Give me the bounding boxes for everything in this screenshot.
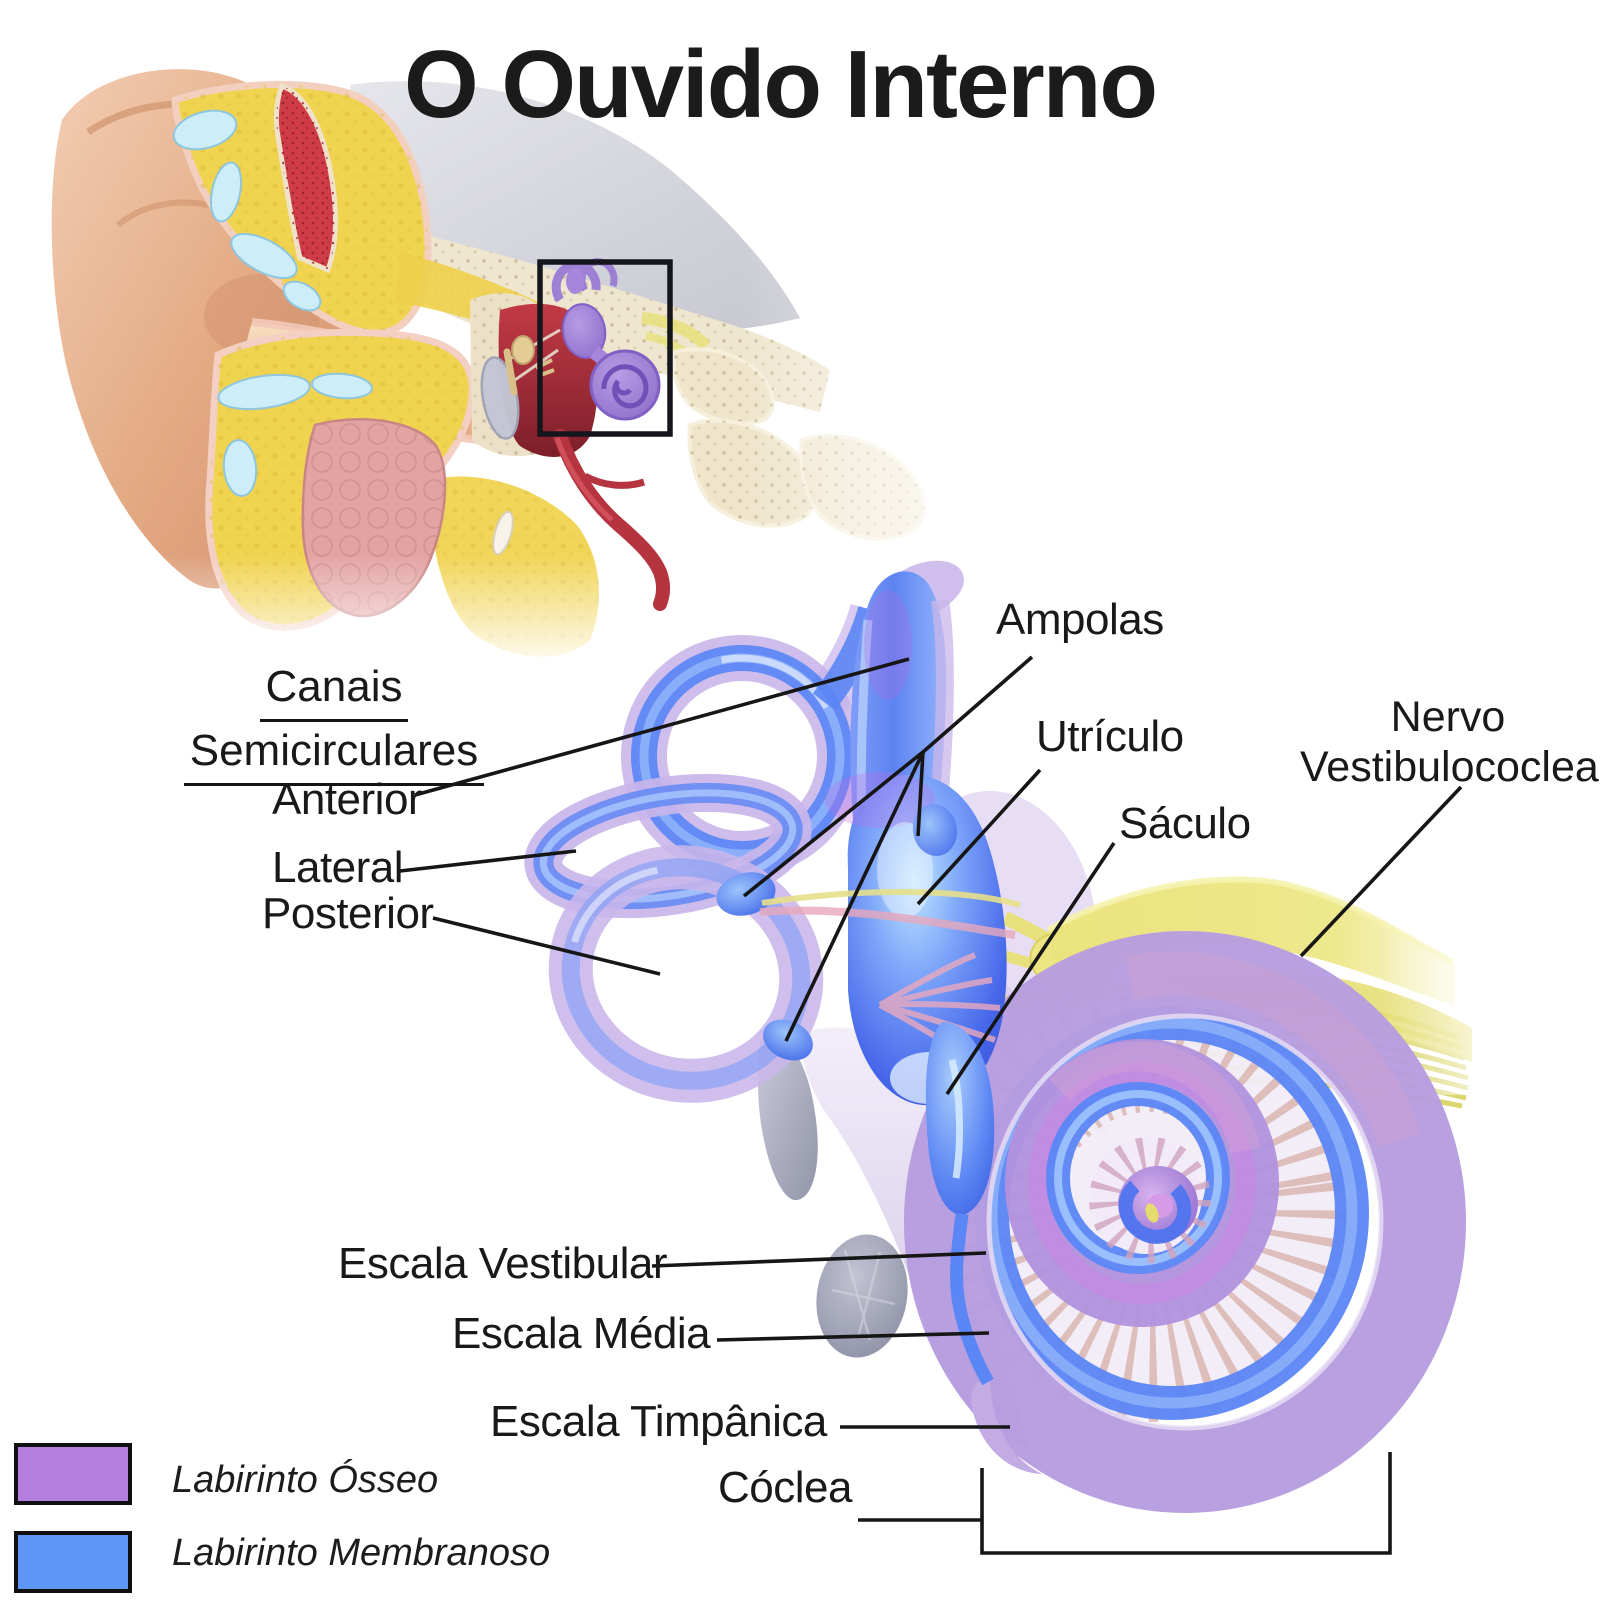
artery-branch (583, 472, 646, 489)
vestibule-utricle (847, 774, 1007, 1106)
fluid-space (222, 439, 258, 497)
posterior-canal (548, 845, 824, 1103)
label-saculo: Sáculo (1119, 799, 1251, 848)
label-lateral: Lateral (272, 843, 404, 892)
label-escala-timpanica: Escala Timpânica (490, 1397, 827, 1446)
nervo-leader-line (1299, 785, 1463, 958)
label-coclea: Cóclea (718, 1463, 852, 1512)
lateral-leader-line (399, 849, 577, 873)
inner-ear-mini (551, 258, 661, 421)
escala-media-leader-line (716, 1331, 990, 1342)
ossicles (503, 348, 518, 396)
anterior-ampulla (912, 804, 958, 856)
cochlea (904, 931, 1466, 1513)
coclea-bracket (980, 1452, 1392, 1555)
page-title: O Ouvido Interno (404, 31, 1158, 138)
leader-lines (399, 655, 1463, 1555)
fluid-space (282, 280, 322, 312)
nervo-line-2: Vestibulococlear (1300, 743, 1600, 791)
mini-cochlea (589, 349, 661, 421)
legend-swatch-membranous-labyrinth (14, 1531, 132, 1593)
lateral-canal (524, 773, 812, 919)
fluid-space (209, 161, 243, 223)
label-escala-media: Escala Média (452, 1309, 711, 1358)
anterior-canal (621, 635, 863, 877)
pink-strand (759, 906, 1016, 939)
fluid-space (311, 372, 373, 400)
anterior-leader-line (414, 657, 910, 797)
legend-label-bony-labyrinth: Labirinto Ósseo (172, 1459, 439, 1501)
ear-cross-section-inset (51, 55, 1040, 672)
cochlea-pink-sheen (1125, 951, 1421, 1148)
canais-semicirculares-heading: Canais Semicirculares (174, 658, 494, 786)
ossicles (511, 335, 535, 365)
bone-sliver (492, 510, 514, 556)
utriculo-leader-line (916, 768, 1042, 906)
ampolas-leader-line (921, 655, 1034, 754)
inner-ear-figure (524, 560, 1585, 1513)
label-escala-vestibular: Escala Vestibular (338, 1239, 668, 1288)
mini-nerve (641, 312, 711, 351)
inner-ear-highlight-box (537, 259, 673, 437)
label-nervo-vestibulococlear: Nervo Vestibulococlear (1300, 692, 1600, 792)
label-utriculo: Utrículo (1036, 712, 1184, 761)
label-ampolas: Ampolas (996, 595, 1164, 644)
fluid-space (217, 373, 311, 411)
ampolas-branch-posterior (784, 751, 925, 1042)
heading-line-1: Canais (259, 658, 409, 722)
posterior-leader-line (432, 916, 661, 976)
ductus-reuniens (950, 1213, 994, 1386)
nerve-strand-thin (761, 888, 1021, 908)
cochlea-basal-tail (971, 1379, 1042, 1474)
escala-vestibular-leader-line (651, 1251, 987, 1268)
artery (553, 429, 670, 611)
saculo-leader-line (945, 842, 1116, 1095)
fluid-space (230, 232, 298, 280)
label-anterior: Anterior (272, 775, 423, 824)
legend-label-membranous-labyrinth: Labirinto Membranoso (172, 1532, 551, 1574)
nervo-line-1: Nervo (1390, 693, 1506, 741)
fluid-space (172, 109, 238, 151)
legend-swatch-bony-labyrinth (14, 1443, 132, 1505)
label-posterior: Posterior (262, 889, 434, 938)
heading-line-2: Semicirculares (183, 722, 485, 786)
ampolas-branch-lateral (742, 750, 925, 898)
ampolas-branch-anterior (916, 751, 925, 837)
